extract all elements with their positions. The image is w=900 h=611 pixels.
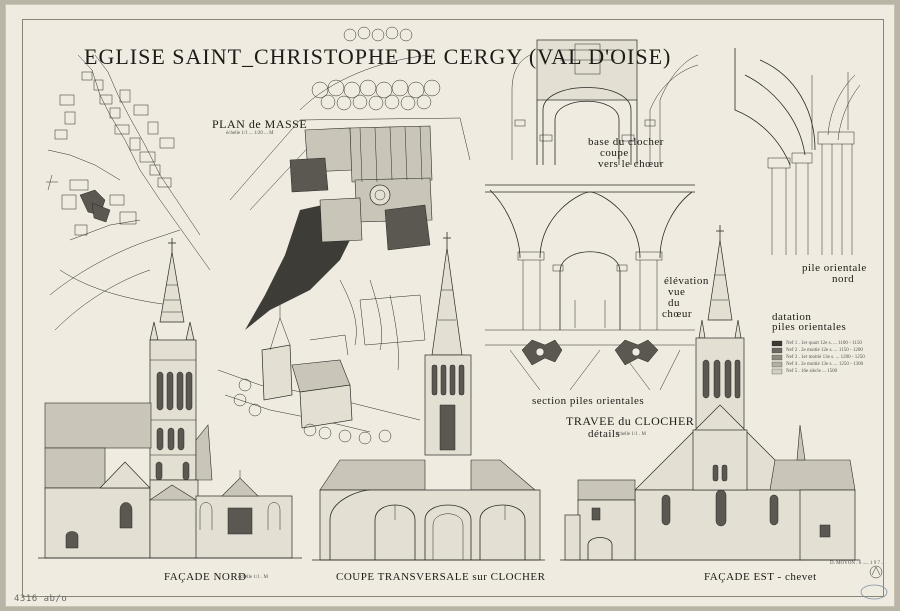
legend-entry: Nef 4 . 2e moitié 13e s. ... 1250 - 1300 <box>786 361 864 367</box>
coupe-transversale-label: COUPE TRANSVERSALE sur CLOCHER <box>336 571 546 583</box>
site-plan-drawing <box>46 54 211 331</box>
choeur-label: chœur <box>662 308 692 320</box>
legend-swatch <box>771 347 783 354</box>
details-label: détails <box>588 428 621 440</box>
facade-est-label: FAÇADE EST - chevet <box>704 571 817 583</box>
cross-section-drawing <box>312 232 545 561</box>
legend-swatch <box>771 361 783 368</box>
vers-choeur-label: vers le chœur <box>598 158 664 170</box>
choir-elevation-drawing <box>485 184 695 331</box>
base-clocher-label: base du clocher <box>588 136 664 148</box>
legend-swatch <box>771 354 783 361</box>
plan-masse-scale: échelle 1/1 ... 1/20 ... M <box>226 131 274 136</box>
sheet-border <box>22 19 884 597</box>
perspective-sketch <box>217 279 426 445</box>
du-label: du <box>668 297 680 309</box>
archive-stamp: 4316 ab/o <box>14 594 68 604</box>
legend-swatch <box>771 340 783 347</box>
tower-base-section-drawing <box>511 39 699 165</box>
elevation-label: élévation <box>664 275 709 287</box>
vue-label: vue <box>668 286 686 298</box>
datation-label: datation <box>772 311 812 323</box>
north-facade-drawing <box>38 238 302 559</box>
east-facade-drawing <box>560 225 860 561</box>
axonometric-plan-drawing <box>229 26 471 330</box>
pile-orientale-label: pile orientale <box>802 262 867 274</box>
travee-scale: échelle 1/1 . M <box>616 432 646 437</box>
legend-entry: Nef 1 . 1er quart 12e s. ... 1100 - 1150 <box>786 340 862 346</box>
facade-nord-scale: échelle 1/1 . M <box>238 575 268 580</box>
datation-legend <box>771 340 783 375</box>
legend-swatch <box>771 368 783 375</box>
author-signature: D. MOYON . 6 ..... 1 9 7 .. <box>830 561 884 566</box>
section-piles-label: section piles orientales <box>532 395 645 407</box>
legend-entry: Nef 3 . 1er moitié 13e s. ... 1200 - 125… <box>786 354 865 360</box>
north-arrow-icon <box>869 565 883 579</box>
legend-entry: Nef 5 . 16e siècle ... 1500 <box>786 368 838 374</box>
library-stamp-icon <box>860 584 888 600</box>
piles-orientales-label: piles orientales <box>772 321 847 333</box>
sheet-title: EGLISE SAINT_CHRISTOPHE DE CERGY (VAL D'… <box>84 44 672 69</box>
legend-entry: Nef 2 . 2e moitié 12e s. ... 1150 - 1200 <box>786 347 863 353</box>
east-pier-drawing <box>734 48 861 255</box>
travee-clocher-label: TRAVEE du CLOCHER <box>566 414 695 428</box>
nord-label: nord <box>832 273 855 285</box>
plan-masse-label: PLAN de MASSE <box>212 117 308 131</box>
facade-nord-label: FAÇADE NORD <box>164 571 247 583</box>
pier-sections-drawing <box>485 339 695 391</box>
coupe-label: coupe <box>600 147 629 159</box>
